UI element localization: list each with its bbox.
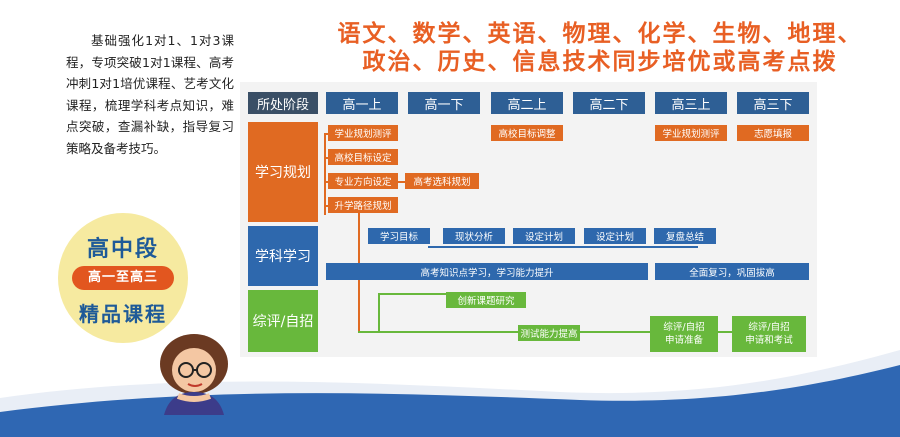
- plan-a4: 升学路径规划: [328, 197, 398, 213]
- connector-a4: [324, 205, 328, 207]
- intro-text: 基础强化1对1、1对3课程，专项突破1对1课程、高考冲刺1对1培优课程、艺考文化…: [66, 33, 234, 156]
- badge-subtitle: 精品课程: [79, 302, 167, 326]
- row-label-planning: 学习规划: [248, 122, 318, 222]
- green-connector-2: [378, 293, 380, 331]
- course-badge: 高中段 高一至高三 精品课程: [58, 213, 188, 343]
- study-step-1: 学习目标: [368, 228, 430, 244]
- connector-a1: [324, 133, 328, 135]
- study-step-5: 复盘总结: [654, 228, 716, 244]
- stage-header-g3b: 高三下: [737, 92, 809, 114]
- connector-b1: [397, 181, 405, 183]
- comp-apply-prep-line1: 综评/自招: [663, 322, 705, 333]
- study-review-bar: 全面复习，巩固拔高: [655, 263, 809, 280]
- badge-title: 高中段: [86, 237, 159, 262]
- plan-a3: 专业方向设定: [328, 173, 398, 189]
- stage-header-g3a: 高三上: [655, 92, 727, 114]
- study-step-4: 设定计划: [584, 228, 646, 244]
- connector-a3: [324, 181, 328, 183]
- comp-test-ability: 测试能力提高: [518, 325, 580, 341]
- comp-apply-exam-line1: 综评/自招: [748, 322, 790, 333]
- stage-header-g2b: 高二下: [573, 92, 645, 114]
- plan-e1: 志愿填报: [737, 125, 809, 141]
- stage-header-g1a: 高一上: [326, 92, 398, 114]
- green-connector-4: [580, 331, 650, 333]
- green-connector-3: [378, 293, 446, 295]
- green-connector-5: [718, 331, 732, 333]
- study-progress-bar: 高考知识点学习，学习能力提升: [326, 263, 648, 280]
- badge-grade-pill: 高一至高三: [72, 266, 174, 290]
- subjects-heading-line2: 政治、历史、信息技术同步培优或高考点拨: [362, 49, 838, 75]
- comp-research: 创新课题研究: [446, 292, 526, 308]
- plan-a2: 高校目标设定: [328, 149, 398, 165]
- plan-a1: 学业规划测评: [328, 125, 398, 141]
- study-step-3: 设定计划: [513, 228, 575, 244]
- row-label-comprehensive: 综评/自招: [248, 290, 318, 352]
- subjects-heading-line1: 语文、数学、英语、物理、化学、生物、地理、: [337, 21, 863, 47]
- study-step-line: [428, 246, 698, 248]
- row-label-study: 学科学习: [248, 226, 318, 286]
- study-step-2: 现状分析: [443, 228, 505, 244]
- stage-header-g1b: 高一下: [408, 92, 480, 114]
- comp-apply-prep-line2: 申请准备: [664, 335, 703, 346]
- comp-apply-exam: 综评/自招 申请和考试: [732, 316, 806, 352]
- girl-illustration: [160, 334, 228, 415]
- stage-header-label: 所处阶段: [248, 92, 318, 114]
- connector-a2: [324, 157, 328, 159]
- plan-b1: 高考选科规划: [405, 173, 479, 189]
- comp-apply-exam-line2: 申请和考试: [745, 335, 793, 346]
- plan-d1: 学业规划测评: [655, 125, 727, 141]
- course-plan-table: 所处阶段 高一上 高一下 高二上 高二下 高三上 高三下 学习规划 学科学习 综…: [240, 82, 817, 357]
- green-connector-1: [358, 331, 518, 333]
- plan-c1: 高校目标调整: [491, 125, 563, 141]
- comp-apply-prep: 综评/自招 申请准备: [650, 316, 718, 352]
- planning-connector: [324, 133, 326, 215]
- stage-header-g2a: 高二上: [491, 92, 563, 114]
